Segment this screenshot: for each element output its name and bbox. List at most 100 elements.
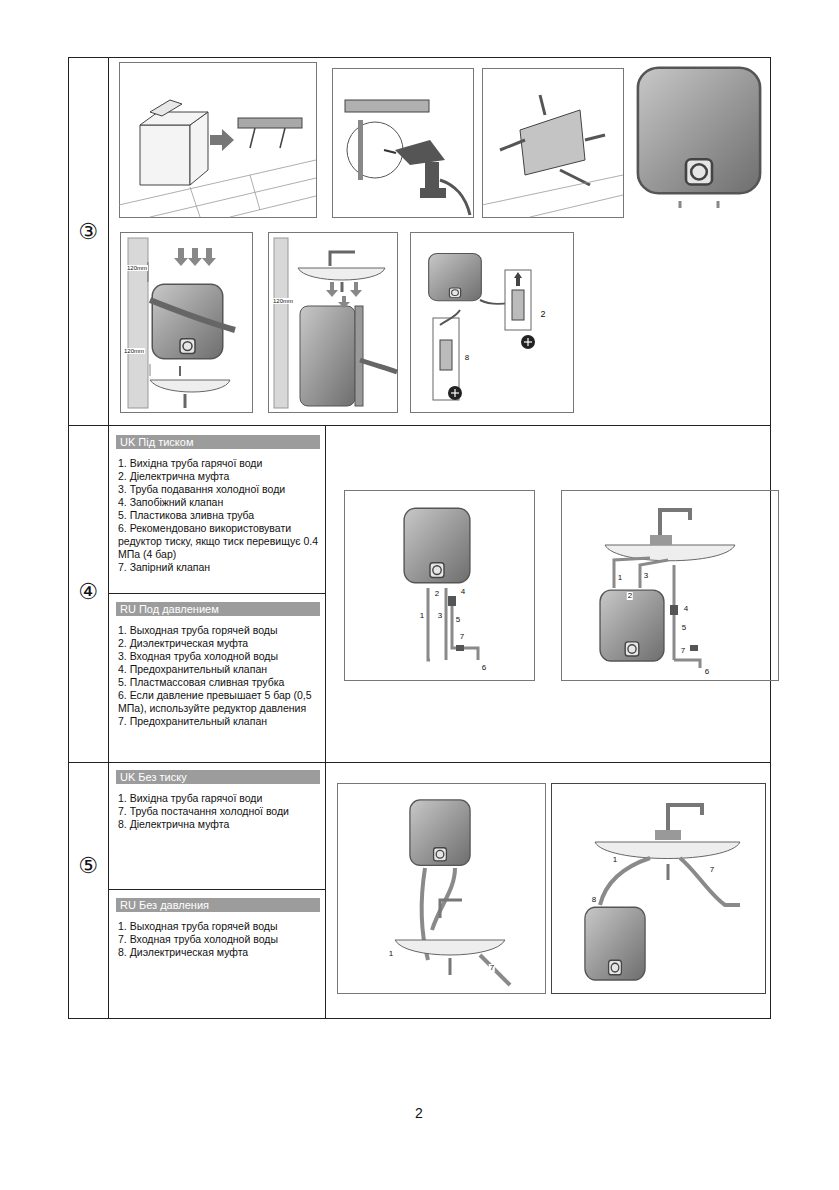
illustration-part — [440, 900, 462, 918]
illustration-part — [680, 858, 740, 905]
illustration-part — [326, 282, 338, 297]
illustration-part — [650, 535, 672, 545]
illustration-part — [150, 300, 235, 330]
section-heading: UK Без тиску — [116, 770, 320, 784]
list-item: 1. Вихідна труба гарячої води — [116, 792, 320, 805]
illustration-part — [274, 238, 288, 408]
callout-number: 4 — [460, 588, 466, 596]
callout-number: 3 — [437, 612, 443, 620]
callout-number: 4 — [683, 605, 689, 613]
illustration-part — [120, 63, 317, 218]
illustration-part — [585, 907, 645, 980]
illustration-part — [614, 558, 650, 588]
list-item: 1. Выходная труба горячей воды — [116, 920, 320, 933]
callout-number: 2 — [627, 592, 633, 600]
illustration-part — [512, 290, 524, 320]
illustration-part — [140, 125, 190, 185]
illustration-part — [483, 69, 624, 218]
callout-number: 7 — [459, 633, 465, 641]
callout-number: 5 — [455, 616, 461, 624]
illustration-part — [174, 248, 188, 266]
illustration-part — [108, 593, 325, 594]
illustration-part — [298, 268, 385, 280]
illustration-part — [411, 233, 574, 413]
illustration-part — [341, 282, 344, 292]
illustration-part — [505, 270, 531, 330]
list-item: 5. Пластмассовая сливная трубка — [116, 676, 320, 689]
illustration-part — [420, 188, 446, 198]
illustration-part — [680, 201, 718, 208]
illustration-part — [250, 128, 285, 148]
illustration-part — [670, 605, 678, 615]
illustration-part — [527, 338, 528, 346]
illustration-part — [404, 508, 470, 583]
text-panel: RU Без давления1. Выходная труба горячей… — [116, 898, 320, 959]
illustration-part — [68, 425, 770, 426]
illustration-part — [202, 248, 216, 266]
illustration-part — [514, 272, 522, 286]
callout-number: 1 — [612, 856, 618, 864]
section-heading: RU Под давлением — [116, 602, 320, 616]
list-item: 1. Вихідна труба гарячої води — [116, 457, 320, 470]
list-item: 4. Запобіжний клапан — [116, 496, 320, 509]
list-item: 7. Труба постачання холодної води — [116, 805, 320, 818]
list-item: 2. Диэлектрическая муфта — [116, 637, 320, 650]
illustration-part — [350, 282, 362, 297]
illustration-part — [121, 233, 253, 413]
callout-number: 7 — [489, 964, 495, 972]
section-heading: UK Під тиском — [116, 435, 320, 449]
callout-number: 6 — [704, 668, 710, 676]
illustration-part — [500, 140, 525, 150]
illustration-part — [358, 120, 363, 180]
illustration-part — [150, 100, 182, 116]
callout-number: 6 — [481, 664, 487, 672]
illustration-part — [520, 110, 585, 175]
illustration-part — [326, 282, 362, 308]
illustration-part — [230, 196, 316, 217]
illustration-part — [480, 955, 510, 985]
list-item: 4. Предохранительный клапан — [116, 663, 320, 676]
illustration-part — [345, 100, 429, 112]
list-item: 2. Діелектрична муфта — [116, 470, 320, 483]
illustration-part — [360, 360, 397, 372]
illustration-part — [395, 140, 445, 165]
list-item: 3. Труба подавання холодної води — [116, 483, 320, 496]
illustration-part — [440, 180, 470, 215]
dimension: 120mm — [123, 348, 145, 354]
illustration-part — [500, 95, 605, 185]
list-item: 8. Диэлектрическая муфта — [116, 946, 320, 959]
callout-number: 2 — [434, 590, 440, 598]
list-item: 5. Пластикова зливна труба — [116, 509, 320, 522]
illustration-part — [120, 63, 624, 413]
list-item: 6. Рекомендовано використовувати редукто… — [116, 522, 320, 561]
illustration-part — [68, 762, 770, 763]
illustration-part — [440, 310, 460, 325]
illustration-part — [238, 118, 302, 128]
illustration-part — [585, 135, 605, 140]
illustration-part — [428, 588, 478, 660]
illustration-part — [250, 175, 260, 210]
illustration-part — [674, 660, 700, 668]
illustration-part — [690, 645, 698, 651]
illustration-part — [345, 491, 535, 681]
callout-number: 8 — [464, 354, 470, 362]
illustration-part — [482, 175, 623, 205]
illustration-part — [280, 128, 285, 148]
illustration-part — [345, 491, 779, 681]
illustration-part — [128, 238, 148, 408]
illustration-part — [384, 150, 396, 153]
illustration-part — [338, 784, 546, 994]
illustration-part — [108, 889, 325, 890]
illustration-part — [269, 233, 398, 413]
list-item: 3. Входная труба холодной воды — [116, 650, 320, 663]
illustration-part — [655, 830, 681, 840]
illustration-part — [395, 140, 446, 198]
illustration-part — [184, 394, 187, 408]
illustration-part — [338, 784, 766, 994]
illustration-part — [428, 588, 430, 660]
list-item: 6. Если давление превышает 5 бар (0,5 МП… — [116, 689, 320, 715]
illustration-part — [600, 590, 664, 661]
callout-number: 5 — [681, 624, 687, 632]
illustration-part — [600, 858, 650, 905]
